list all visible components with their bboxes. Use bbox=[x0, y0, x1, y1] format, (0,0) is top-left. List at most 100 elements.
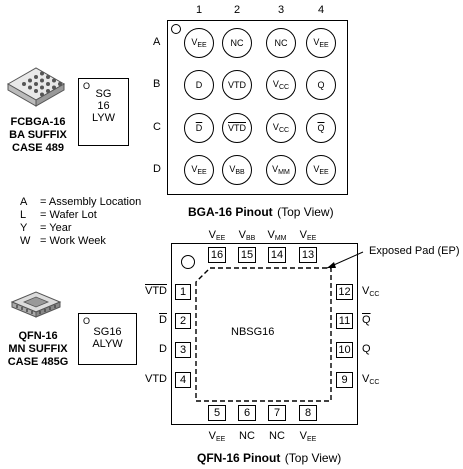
legend-value: Wafer Lot bbox=[49, 209, 97, 221]
signal-text: V bbox=[362, 285, 370, 297]
signal-text: D bbox=[195, 123, 203, 133]
signal-subscript: CC bbox=[278, 127, 290, 134]
bga-pin1-circle bbox=[171, 24, 181, 34]
qfn-pin-number: 7 bbox=[268, 405, 286, 421]
signal-text: NC bbox=[230, 38, 244, 48]
bga-ball: VEE bbox=[184, 28, 214, 58]
qfn-chip-label: NBSG16 bbox=[231, 326, 275, 338]
signal-name: Q bbox=[317, 123, 324, 133]
bga-ball: VMM bbox=[266, 155, 296, 185]
signal-name: VEE bbox=[299, 430, 317, 443]
signal-text: V bbox=[299, 229, 307, 241]
bga-ball: VBB bbox=[222, 155, 252, 185]
qfn-pin-number: 9 bbox=[336, 372, 353, 388]
qfn-pin-number: 12 bbox=[336, 284, 353, 300]
signal-name: NC bbox=[231, 38, 244, 48]
qfn-pin-number: 4 bbox=[175, 372, 191, 388]
signal-text: VTD bbox=[228, 123, 246, 133]
signal-name: VBB bbox=[229, 164, 244, 176]
bga-package-image bbox=[6, 67, 66, 107]
qfn-pin-signal: VEE bbox=[288, 229, 328, 242]
bga-row-label: C bbox=[153, 121, 161, 133]
qfn-pin-signal: VMM bbox=[257, 229, 297, 242]
signal-text: V bbox=[272, 122, 279, 132]
signal-name: VTD bbox=[145, 285, 167, 297]
qfn-pin-signal: VCC bbox=[362, 373, 379, 386]
signal-name: NC bbox=[239, 430, 255, 442]
legend-key: L bbox=[20, 209, 27, 221]
legend-value: Year bbox=[49, 222, 72, 234]
qfn-pin-signal: Q bbox=[362, 314, 371, 326]
signal-text: V bbox=[299, 430, 307, 442]
bga-column-label: 4 bbox=[318, 4, 325, 16]
qfn-pin-number: 5 bbox=[208, 405, 226, 421]
qfn-package-line1: QFN-16 bbox=[18, 330, 58, 342]
signal-subscript: EE bbox=[307, 436, 317, 443]
qfn-pin-number: 3 bbox=[175, 342, 191, 358]
signal-text: V bbox=[272, 79, 279, 89]
legend-row: L = Wafer Lot bbox=[20, 209, 141, 222]
bga-package-line2: BA SUFFIX bbox=[9, 129, 67, 141]
qfn-pin-signal: VTD bbox=[145, 373, 167, 385]
qfn-marking-line2: ALYW bbox=[92, 338, 123, 350]
signal-name: VEE bbox=[313, 37, 328, 49]
signal-text: V bbox=[208, 430, 216, 442]
pin1-indicator: O bbox=[83, 316, 91, 326]
signal-name: D bbox=[159, 343, 167, 355]
signal-text: Q bbox=[317, 80, 325, 90]
signal-text: V bbox=[313, 37, 320, 47]
legend-equals: = bbox=[40, 222, 50, 234]
qfn-pin-number: 6 bbox=[238, 405, 256, 421]
signal-name: D bbox=[159, 314, 167, 326]
qfn-title-normal: (Top View) bbox=[284, 451, 342, 465]
bga-ball: VEE bbox=[306, 155, 336, 185]
bga-title-normal: (Top View) bbox=[277, 205, 334, 219]
qfn-pin-number: 15 bbox=[238, 247, 256, 263]
signal-name: VCC bbox=[273, 122, 289, 134]
qfn-pin-number: 10 bbox=[336, 342, 353, 358]
signal-name: VTD bbox=[228, 80, 246, 90]
qfn-package-label: QFN-16 MN SUFFIX CASE 485G bbox=[0, 330, 76, 369]
qfn-title-bold: QFN-16 Pinout bbox=[197, 451, 281, 465]
signal-subscript: EE bbox=[216, 436, 226, 443]
signal-name: VEE bbox=[313, 164, 328, 176]
bga-ball: VEE bbox=[306, 28, 336, 58]
bga-package-label: FCBGA-16 BA SUFFIX CASE 489 bbox=[0, 116, 76, 155]
signal-text: V bbox=[267, 229, 275, 241]
signal-subscript: CC bbox=[369, 291, 380, 298]
signal-name: VEE bbox=[208, 430, 226, 443]
qfn-pin-signal: NC bbox=[257, 430, 297, 442]
bga-ball: VTD bbox=[222, 70, 252, 100]
signal-text: VTD bbox=[145, 373, 167, 385]
legend-key: A bbox=[20, 196, 28, 208]
qfn-pin-signal: VCC bbox=[362, 285, 379, 298]
signal-name: Q bbox=[362, 343, 371, 355]
legend-equals: = bbox=[40, 235, 50, 247]
legend-equals: = bbox=[40, 209, 50, 221]
qfn-pin-number: 1 bbox=[175, 284, 191, 300]
signal-name: NC bbox=[275, 38, 288, 48]
qfn-pin-signal: D bbox=[159, 343, 167, 355]
qfn-pin1-circle bbox=[181, 255, 195, 269]
signal-text: NC bbox=[239, 430, 255, 442]
signal-subscript: BB bbox=[235, 169, 245, 176]
signal-text: VTD bbox=[145, 285, 167, 297]
signal-name: VCC bbox=[362, 373, 380, 386]
bga-marking-box: O SG 16 LYW bbox=[78, 78, 129, 146]
signal-text: V bbox=[313, 164, 320, 174]
signal-name: NC bbox=[269, 430, 285, 442]
signal-subscript: CC bbox=[369, 379, 380, 386]
qfn-pin-number: 2 bbox=[175, 313, 191, 329]
qfn-package-line3: CASE 485G bbox=[7, 356, 69, 368]
qfn-pin-signal: D bbox=[159, 314, 167, 326]
signal-name: Q bbox=[362, 314, 371, 326]
legend-equals: = bbox=[40, 196, 49, 208]
signal-text: NC bbox=[274, 38, 288, 48]
signal-subscript: EE bbox=[197, 42, 207, 49]
signal-text: V bbox=[229, 164, 236, 174]
signal-text: Q bbox=[317, 123, 325, 133]
qfn-package-image bbox=[10, 291, 62, 318]
signal-text: V bbox=[191, 164, 198, 174]
qfn-pin-signal: VBB bbox=[227, 229, 267, 242]
bga-pinout-box bbox=[167, 20, 348, 195]
